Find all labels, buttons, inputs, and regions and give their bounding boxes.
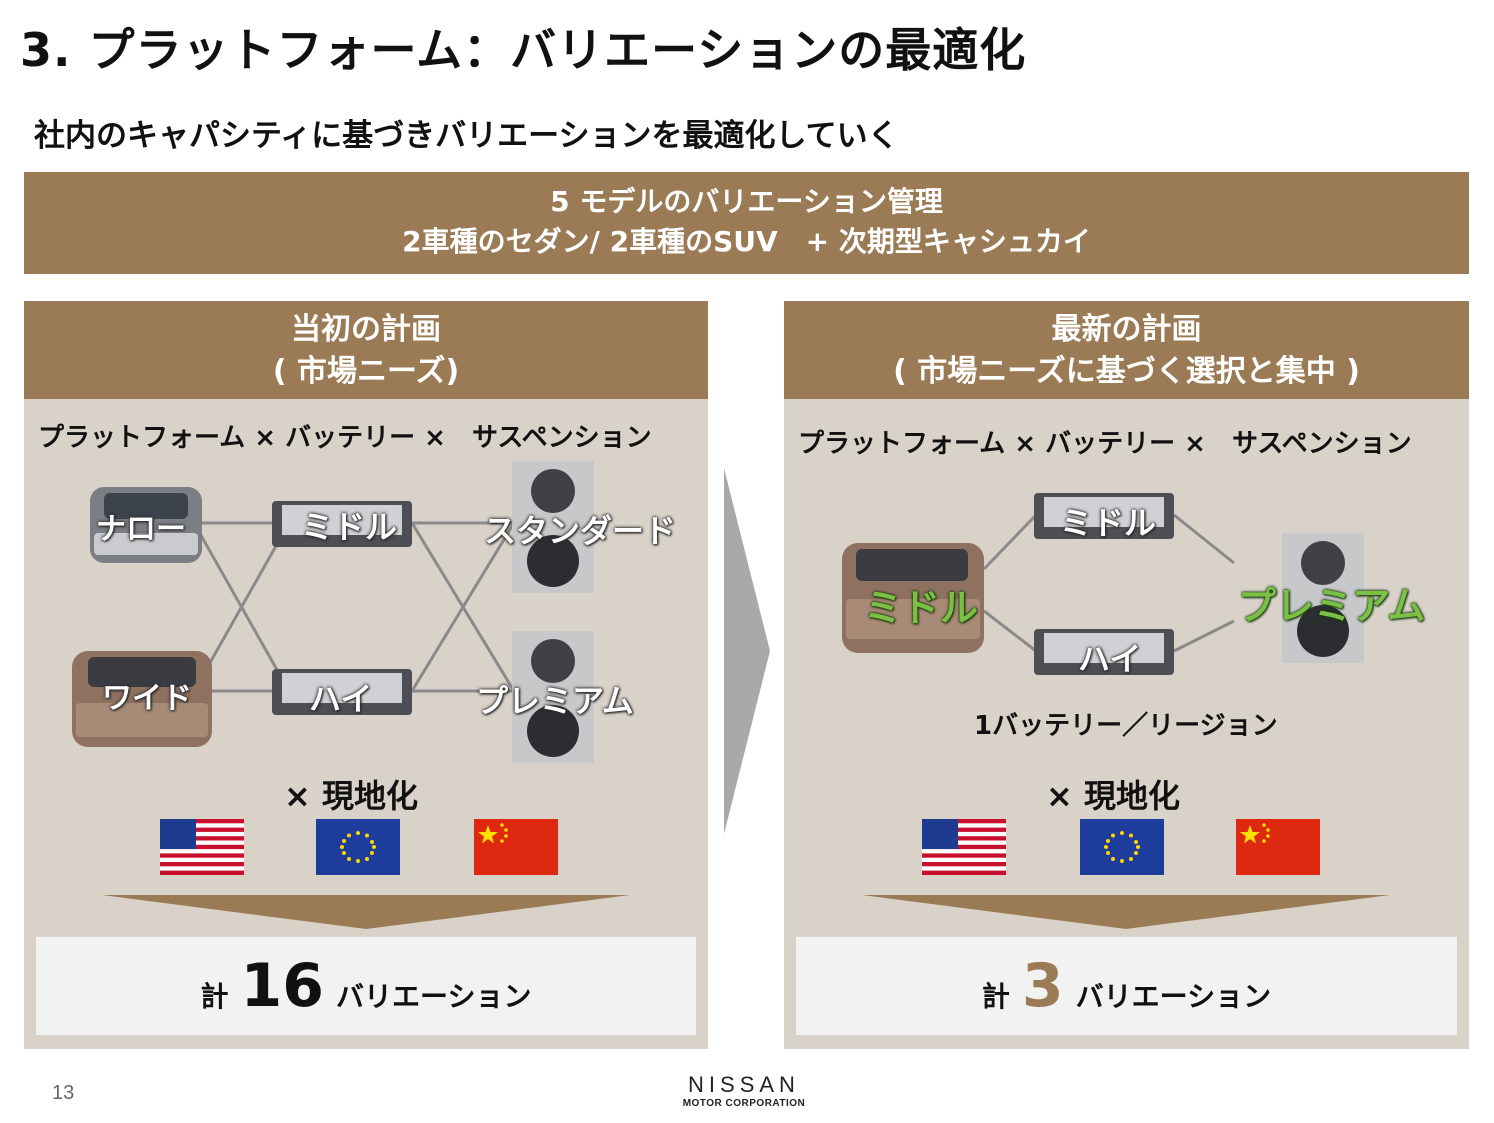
left-result-suffix: バリエーション xyxy=(336,980,532,1013)
premium-suspension-image xyxy=(512,631,594,763)
right-suspension-label-premium: プレミアム xyxy=(1238,584,1426,628)
right-result-prefix: 計 xyxy=(981,980,1010,1013)
banner-line-1: 5 モデルのバリエーション管理 xyxy=(550,185,943,218)
right-result-suffix: バリエーション xyxy=(1075,980,1272,1013)
right-down-arrow-icon xyxy=(862,895,1390,929)
china-flag-icon xyxy=(1236,819,1320,875)
right-battery-label-high: ハイ xyxy=(1078,640,1142,678)
wide-car-image xyxy=(72,651,212,747)
right-result-number: 3 xyxy=(1021,951,1064,1021)
right-premium-suspension-image xyxy=(1282,533,1364,663)
left-down-arrow-icon xyxy=(102,895,630,929)
right-heading-line-1: 最新の計画 xyxy=(1051,312,1202,347)
battery-label-high: ハイ xyxy=(309,680,373,718)
line-mid-platform-high-battery xyxy=(983,609,1037,653)
right-heading-line-2: ( 市場ニーズに基づく選択と集中 ) xyxy=(893,354,1360,389)
page-number: 13 xyxy=(52,1082,75,1104)
summary-banner: 5 モデルのバリエーション管理 2車種のセダン/ 2車種のSUV + 次期型キャ… xyxy=(24,172,1469,274)
battery-label-middle: ミドル xyxy=(301,508,398,546)
right-panel-latest-plan: 最新の計画 ( 市場ニーズに基づく選択と集中 ) プラットフォーム × バッテリ… xyxy=(784,301,1469,1049)
narrow-car-image xyxy=(90,487,202,563)
left-panel-heading: 当初の計画 ( 市場ニーズ) xyxy=(24,301,708,399)
transition-chevron-icon xyxy=(724,468,770,834)
us-flag-icon xyxy=(160,819,244,875)
line-middle-battery-premium xyxy=(1173,513,1235,565)
right-middle-battery-image xyxy=(1034,493,1174,539)
right-high-battery-image xyxy=(1034,629,1174,675)
brand-tagline: MOTOR CORPORATION xyxy=(682,1098,806,1109)
right-localization-label: × 現地化 xyxy=(1046,777,1180,815)
suspension-label-premium: プレミアム xyxy=(476,682,634,720)
middle-battery-image xyxy=(272,501,412,547)
line-high-battery-premium xyxy=(1173,619,1235,653)
left-heading-line-2: ( 市場ニーズ) xyxy=(272,354,460,389)
right-battery-per-region-note: 1バッテリー／リージョン xyxy=(974,711,1278,741)
line-high-standard xyxy=(410,522,516,692)
left-panel-initial-plan: 当初の計画 ( 市場ニーズ) プラットフォーム × バッテリー × サスペンショ… xyxy=(24,301,708,1049)
banner-line-2: 2車種のセダン/ 2車種のSUV + 次期型キャシュカイ xyxy=(402,225,1091,258)
left-combination-diagram xyxy=(72,461,594,763)
standard-suspension-image xyxy=(512,461,594,593)
left-result-number: 16 xyxy=(240,951,325,1021)
platform-label-wide: ワイド xyxy=(102,681,192,716)
right-platform-label-middle: ミドル xyxy=(864,586,979,630)
right-axis-label: プラットフォーム × バッテリー × サスペンション xyxy=(798,429,1412,459)
left-localization-label: × 現地化 xyxy=(284,777,418,815)
suspension-label-standard: スタンダード xyxy=(484,512,677,550)
high-battery-image xyxy=(272,669,412,715)
eu-flag-icon xyxy=(1080,819,1164,875)
brand-name: NISSAN xyxy=(688,1072,800,1097)
nissan-logo: NISSAN MOTOR CORPORATION xyxy=(664,1072,824,1109)
page-subtitle: 社内のキャパシティに基づきバリエーションを最適化していく xyxy=(34,118,899,154)
china-flag-icon xyxy=(474,819,558,875)
left-axis-label: プラットフォーム × バッテリー × サスペンション xyxy=(38,423,652,453)
left-heading-line-1: 当初の計画 xyxy=(291,312,441,347)
right-battery-label-middle: ミドル xyxy=(1060,504,1157,542)
us-flag-icon xyxy=(922,819,1006,875)
eu-flag-icon xyxy=(316,819,400,875)
right-combination-diagram xyxy=(842,493,1364,675)
middle-car-image xyxy=(842,543,984,653)
left-result-prefix: 計 xyxy=(200,980,229,1013)
right-panel-heading: 最新の計画 ( 市場ニーズに基づく選択と集中 ) xyxy=(784,301,1469,399)
page-title: 3. プラットフォーム：バリエーションの最適化 xyxy=(20,23,1027,77)
platform-label-narrow: ナロー xyxy=(96,512,186,547)
left-result-box: 計 16 バリエーション xyxy=(36,937,696,1035)
line-mid-platform-middle-battery xyxy=(982,513,1038,571)
